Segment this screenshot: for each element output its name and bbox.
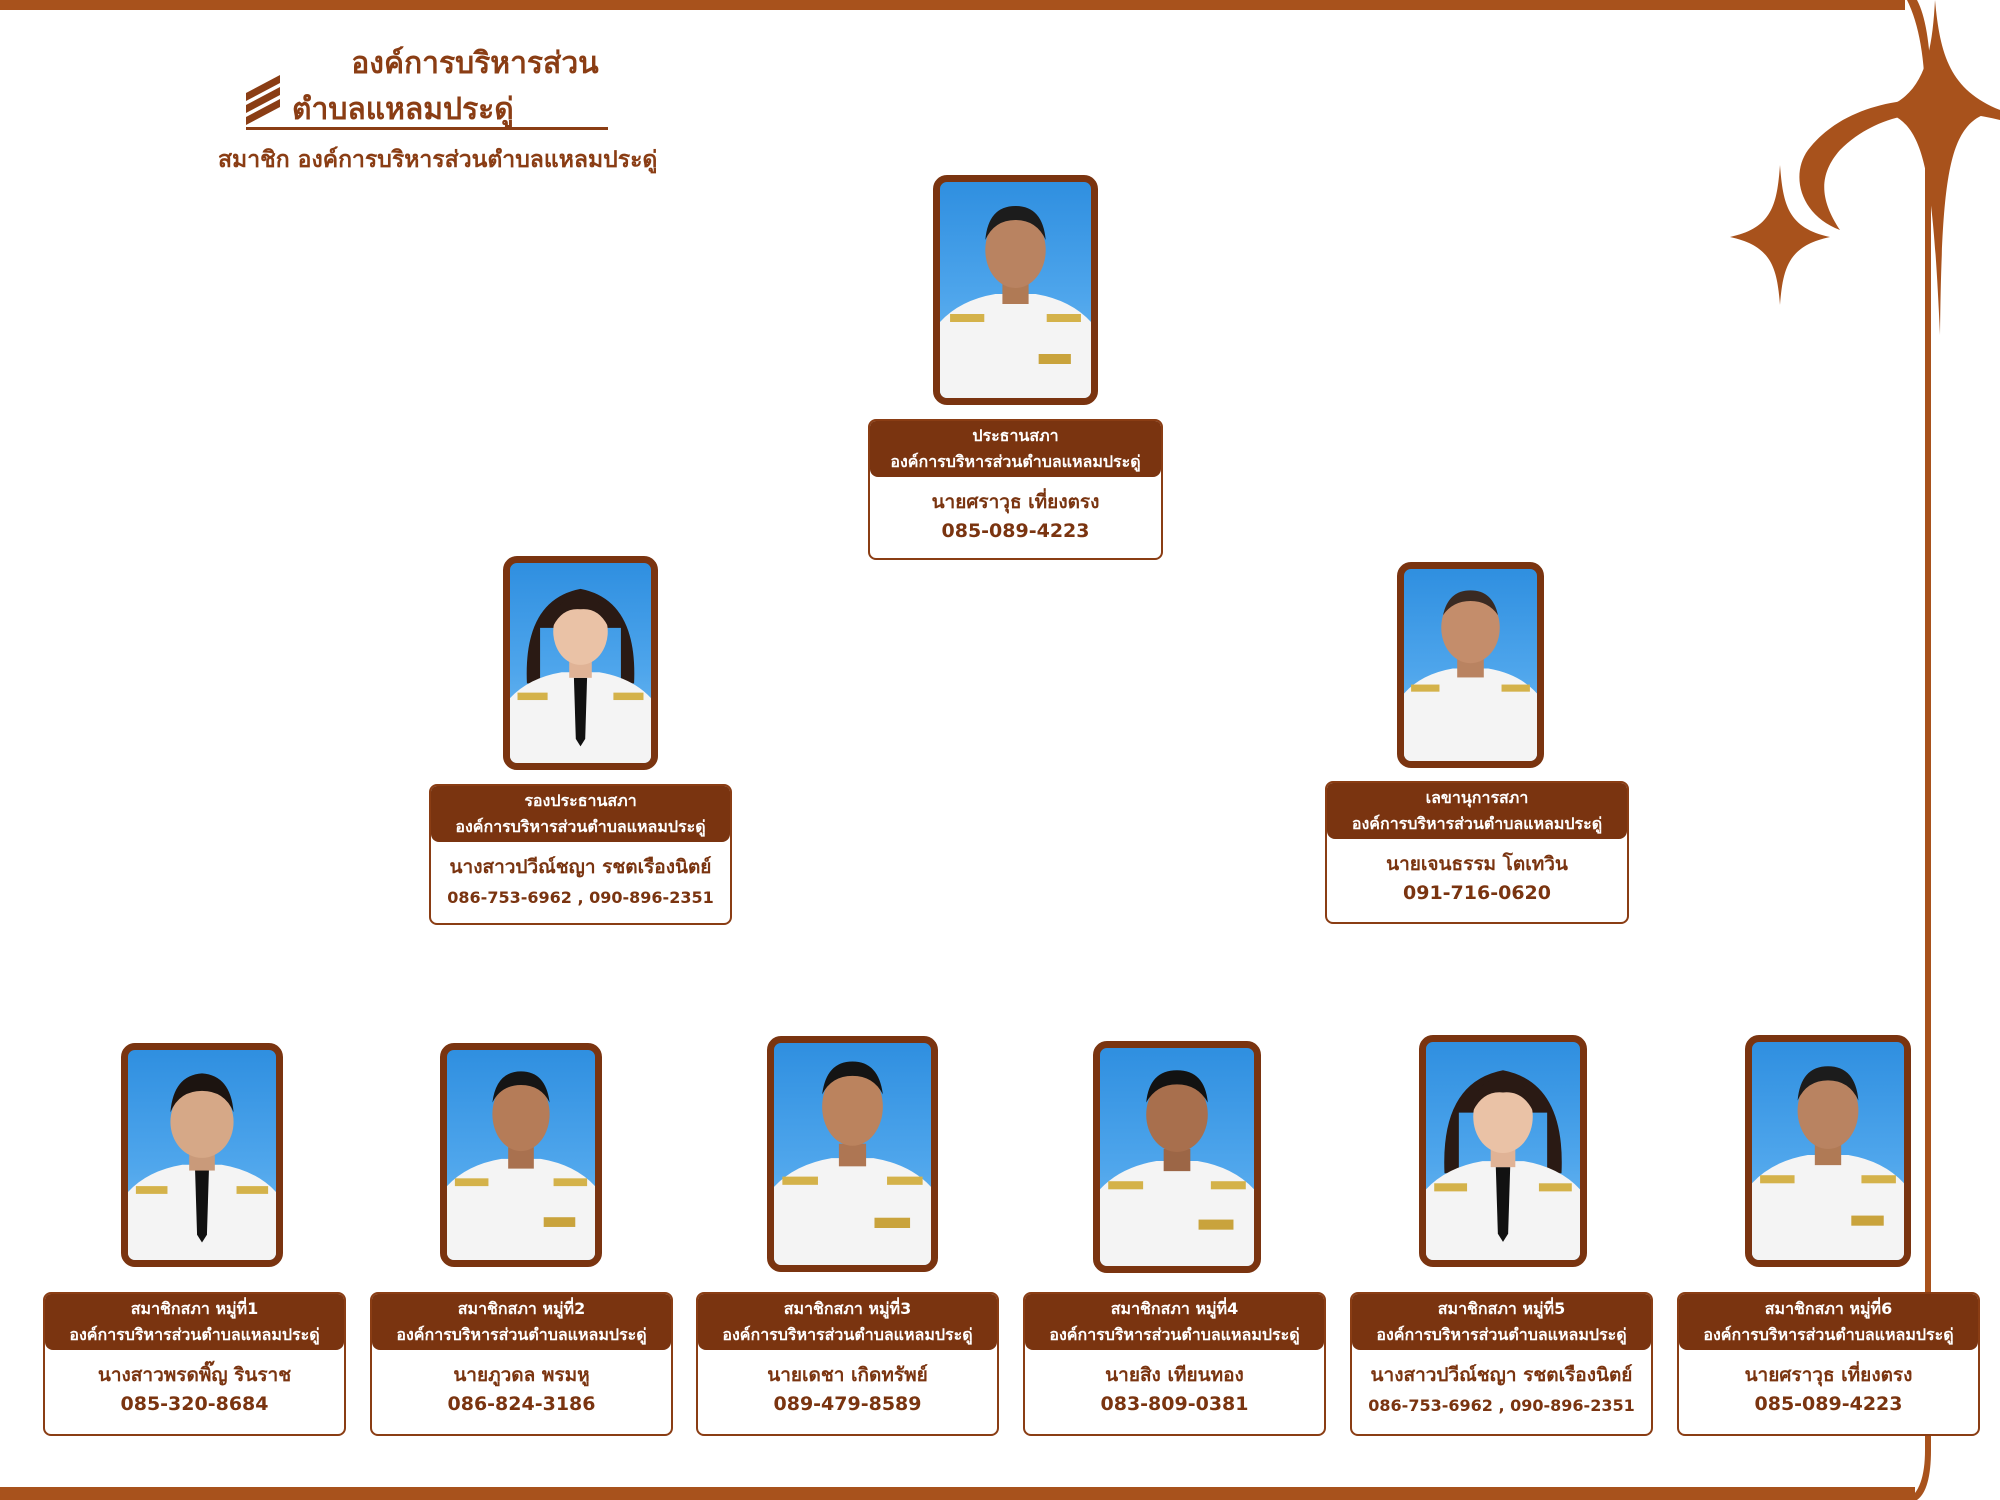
- member-name: นางสาวปวีณ์ชญา รชตเรืองนิตย์: [1370, 1364, 1633, 1386]
- org-label: องค์การบริหารส่วนตำบลแหลมประดู่: [1351, 814, 1603, 833]
- frame-right-border: [1907, 0, 1931, 1500]
- member-phone: 085-089-4223: [941, 520, 1090, 542]
- card-secretary: เลขานุการสภา องค์การบริหารส่วนตำบลแหลมปร…: [1325, 781, 1629, 924]
- member-name: นายภูวดล พรมหู: [453, 1364, 590, 1386]
- member-name: นายศราวุธ เที่ยงตรง: [931, 491, 1100, 513]
- portrait-vice-president: [503, 556, 658, 770]
- card-village-3: สมาชิกสภา หมู่ที่3 องค์การบริหารส่วนตำบล…: [696, 1292, 999, 1436]
- person-portrait-icon: [510, 588, 651, 763]
- sparkle-decoration-icon: [1730, 0, 2000, 335]
- person-portrait-icon: [940, 206, 1091, 398]
- card-village-2: สมาชิกสภา หมู่ที่2 องค์การบริหารส่วนตำบล…: [370, 1292, 673, 1436]
- card-header: สมาชิกสภา หมู่ที่3 องค์การบริหารส่วนตำบล…: [698, 1294, 997, 1350]
- role-label: รองประธานสภา: [524, 791, 637, 810]
- member-phone: 089-479-8589: [773, 1393, 922, 1415]
- frame-top-border: [0, 0, 1905, 10]
- role-label: สมาชิกสภา หมู่ที่2: [457, 1299, 586, 1318]
- person-portrait-icon: [447, 1071, 595, 1260]
- member-phone: 086-824-3186: [447, 1393, 596, 1415]
- card-header: สมาชิกสภา หมู่ที่5 องค์การบริหารส่วนตำบล…: [1352, 1294, 1651, 1350]
- member-phone: 085-320-8684: [120, 1393, 269, 1415]
- portrait-village-2: [440, 1043, 602, 1267]
- org-label: องค์การบริหารส่วนตำบลแหลมประดู่: [1049, 1325, 1300, 1344]
- org-label: องค์การบริหารส่วนตำบลแหลมประดู่: [396, 1325, 647, 1344]
- portrait-village-6: [1745, 1035, 1911, 1267]
- member-name: นางสาวปวีณ์ชญา รชตเรืองนิตย์: [449, 856, 712, 878]
- card-village-6: สมาชิกสภา หมู่ที่6 องค์การบริหารส่วนตำบล…: [1677, 1292, 1980, 1436]
- card-header: ประธานสภา องค์การบริหารส่วนตำบลแหลมประดู…: [870, 421, 1161, 477]
- person-portrait-icon: [1752, 1066, 1904, 1260]
- org-label: องค์การบริหารส่วนตำบลแหลมประดู่: [455, 817, 706, 836]
- org-logo-header: องค์การบริหารส่วน ตำบลแหลมประดู่: [240, 40, 620, 130]
- org-name-line1: องค์การบริหารส่วน: [351, 46, 599, 81]
- member-phone: 086-753-6962 , 090-896-2351: [447, 888, 714, 907]
- role-label: สมาชิกสภา หมู่ที่5: [1437, 1299, 1566, 1318]
- member-phone: 083-809-0381: [1100, 1393, 1249, 1415]
- card-vice-president: รองประธานสภา องค์การบริหารส่วนตำบลแหลมปร…: [429, 784, 732, 925]
- portrait-village-4: [1093, 1041, 1261, 1273]
- role-label: สมาชิกสภา หมู่ที่1: [130, 1299, 259, 1318]
- member-name: นายเดชา เกิดทรัพย์: [767, 1364, 928, 1386]
- member-name: นายสิง เทียนทอง: [1105, 1364, 1244, 1386]
- card-header: เลขานุการสภา องค์การบริหารส่วนตำบลแหลมปร…: [1327, 783, 1627, 839]
- org-label: องค์การบริหารส่วนตำบลแหลมประดู่: [1703, 1325, 1954, 1344]
- frame-bottom-border: [0, 1487, 1915, 1500]
- person-portrait-icon: [1100, 1070, 1254, 1266]
- member-phone: 091-716-0620: [1403, 882, 1551, 904]
- role-label: สมาชิกสภา หมู่ที่4: [1110, 1299, 1239, 1318]
- page-title: สมาชิก องค์การบริหารส่วนตำบลแหลมประดู่: [218, 147, 658, 173]
- person-portrait-icon: [128, 1073, 276, 1260]
- org-label: องค์การบริหารส่วนตำบลแหลมประดู่: [69, 1325, 320, 1344]
- role-label: สมาชิกสภา หมู่ที่3: [783, 1299, 912, 1318]
- org-name-line2: ตำบลแหลมประดู่: [292, 92, 514, 127]
- card-village-1: สมาชิกสภา หมู่ที่1 องค์การบริหารส่วนตำบล…: [43, 1292, 346, 1436]
- portrait-secretary: [1397, 562, 1544, 768]
- card-president: ประธานสภา องค์การบริหารส่วนตำบลแหลมประดู…: [868, 419, 1163, 560]
- portrait-village-5: [1419, 1035, 1587, 1267]
- member-phone: 085-089-4223: [1754, 1393, 1903, 1415]
- role-label: สมาชิกสภา หมู่ที่6: [1764, 1299, 1893, 1318]
- org-label: องค์การบริหารส่วนตำบลแหลมประดู่: [1376, 1325, 1627, 1344]
- card-header: สมาชิกสภา หมู่ที่4 องค์การบริหารส่วนตำบล…: [1025, 1294, 1324, 1350]
- member-name: นายเจนธรรม โตเทวิน: [1386, 853, 1568, 875]
- card-header: สมาชิกสภา หมู่ที่2 องค์การบริหารส่วนตำบล…: [372, 1294, 671, 1350]
- org-logo-icon: [246, 75, 280, 125]
- portrait-village-3: [767, 1036, 938, 1272]
- person-portrait-icon: [1404, 590, 1537, 761]
- member-name: นางสาวพรดพิ๊ญ รินราช: [97, 1364, 292, 1386]
- logo-underline: [246, 127, 608, 130]
- portrait-village-1: [121, 1043, 283, 1267]
- card-village-5: สมาชิกสภา หมู่ที่5 องค์การบริหารส่วนตำบล…: [1350, 1292, 1653, 1436]
- card-header: สมาชิกสภา หมู่ที่6 องค์การบริหารส่วนตำบล…: [1679, 1294, 1978, 1350]
- person-portrait-icon: [774, 1061, 931, 1265]
- member-name: นายศราวุธ เที่ยงตรง: [1744, 1364, 1913, 1386]
- card-village-4: สมาชิกสภา หมู่ที่4 องค์การบริหารส่วนตำบล…: [1023, 1292, 1326, 1436]
- role-label: ประธานสภา: [972, 426, 1059, 445]
- portrait-president: [933, 175, 1098, 405]
- org-label: องค์การบริหารส่วนตำบลแหลมประดู่: [890, 452, 1141, 471]
- card-header: รองประธานสภา องค์การบริหารส่วนตำบลแหลมปร…: [431, 786, 730, 842]
- member-phone: 086-753-6962 , 090-896-2351: [1368, 1396, 1635, 1415]
- card-header: สมาชิกสภา หมู่ที่1 องค์การบริหารส่วนตำบล…: [45, 1294, 344, 1350]
- person-portrait-icon: [1426, 1070, 1580, 1260]
- role-label: เลขานุการสภา: [1425, 788, 1529, 807]
- org-label: องค์การบริหารส่วนตำบลแหลมประดู่: [722, 1325, 973, 1344]
